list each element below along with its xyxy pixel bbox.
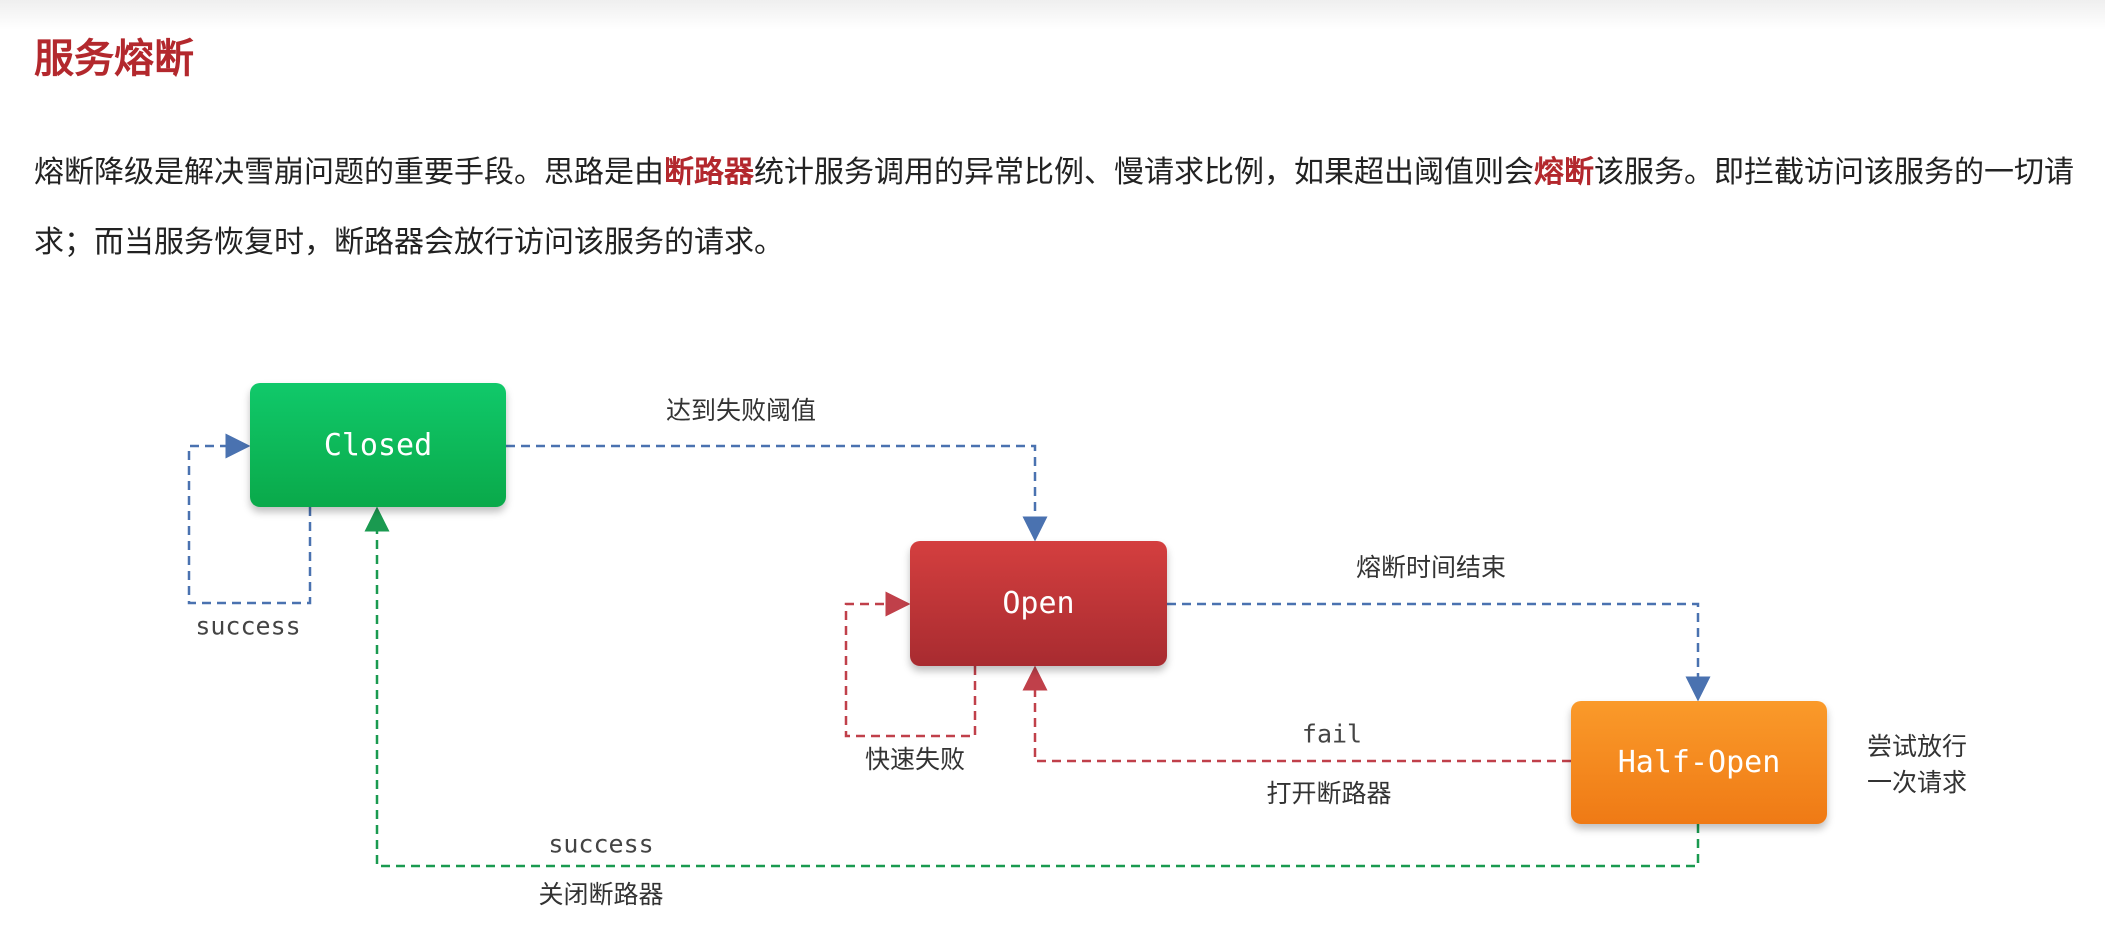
state-closed-label: Closed [323,427,433,463]
label-closed-to-open: 达到失败阈值 [665,396,817,425]
label-close-breaker: 关闭断路器 [538,880,664,909]
para-text-3: 该服务。即拦截访问该服务的一切请求；而当服务恢复时，断路器会放行访问该服务的请求… [34,155,2074,260]
para-text-1: 熔断降级是解决雪崩问题的重要手段。思路是由 [34,155,664,190]
label-fail: fail [1301,719,1363,749]
arrow-closed-self [187,433,312,605]
state-open: Open [910,541,1167,666]
label-closed-self: success [195,611,301,641]
description-paragraph: 熔断降级是解决雪崩问题的重要手段。思路是由断路器统计服务调用的异常比例、慢请求比… [34,138,2074,278]
para-text-2: 统计服务调用的异常比例、慢请求比例，如果超出阈值则会 [754,155,1534,190]
para-highlight-fuse: 熔断 [1534,155,1594,190]
state-open-label: Open [1002,586,1075,621]
label-success-half: success [548,829,654,859]
arrow-closed-to-open [506,444,1048,542]
state-half-open: Half-Open [1571,701,1827,824]
state-half-open-label: Half-Open [1617,745,1781,780]
label-half-note-1: 尝试放行 [1866,732,1968,761]
page-title: 服务熔断 [34,36,194,82]
label-open-to-half: 熔断时间结束 [1355,553,1507,582]
arrow-half-to-closed [364,506,1700,868]
para-highlight-circuit-breaker: 断路器 [664,155,754,190]
top-shade [0,0,2105,30]
label-open-self: 快速失败 [864,745,966,774]
label-open-breaker: 打开断路器 [1266,779,1392,808]
arrow-open-to-half [1167,602,1711,702]
label-half-note-2: 一次请求 [1866,768,1968,797]
arrow-open-self [844,591,977,738]
state-closed: Closed [250,383,506,507]
